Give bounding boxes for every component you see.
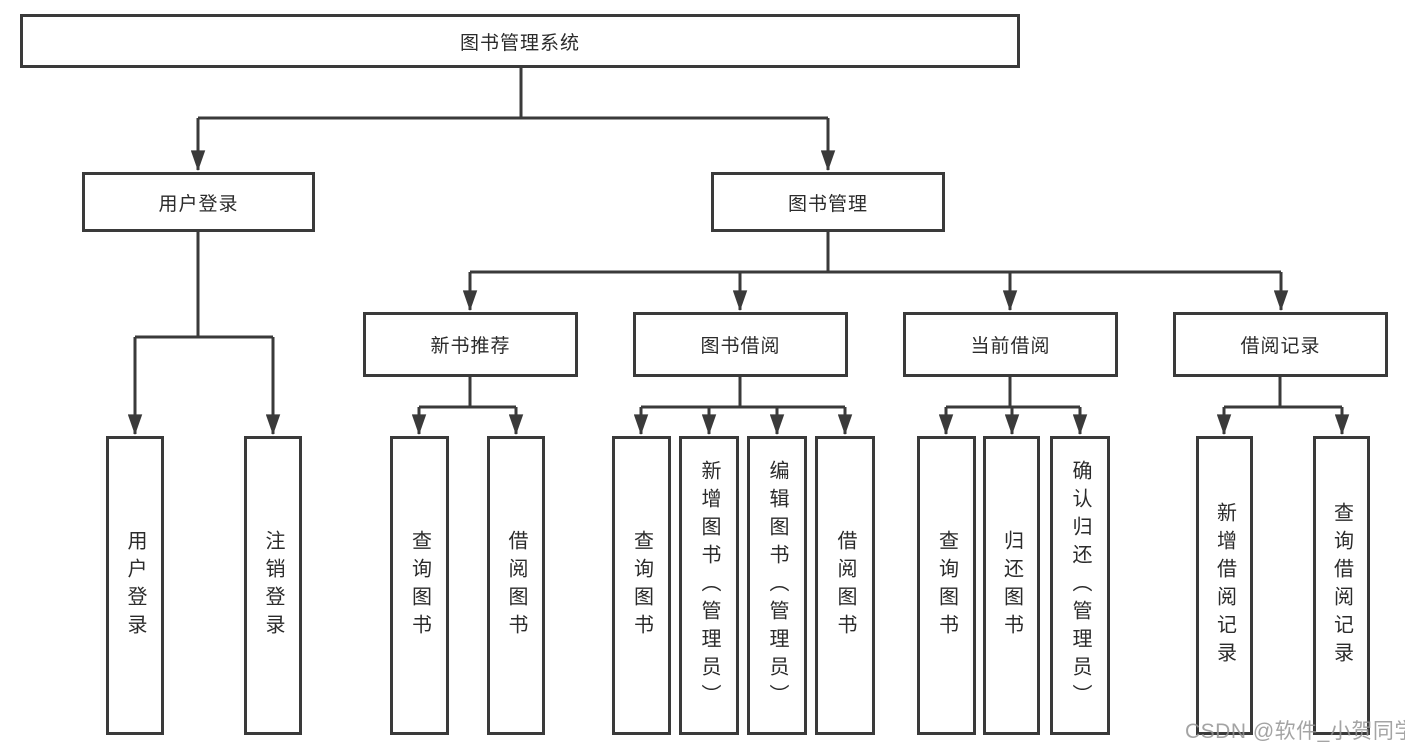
node-label: 查询图书	[630, 529, 653, 642]
node-label: 新增借阅记录	[1213, 501, 1236, 670]
leaf-query-books-recommend: 查询图书	[390, 436, 449, 735]
node-label: 确认归还（管理员）	[1069, 459, 1091, 712]
node-user-login: 用户登录	[82, 172, 315, 232]
node-book-management: 图书管理	[711, 172, 945, 232]
node-label: 用户登录	[158, 193, 239, 215]
leaf-edit-books-admin: 编辑图书（管理员）	[747, 436, 807, 735]
node-label: 当前借阅	[970, 336, 1051, 357]
leaf-query-books-borrowing: 查询图书	[612, 436, 671, 735]
node-borrowing-records: 借阅记录	[1173, 312, 1388, 377]
node-label: 图书管理系统	[459, 32, 580, 54]
leaf-query-borrow-record: 查询借阅记录	[1313, 436, 1370, 735]
node-label: 新书推荐	[430, 336, 511, 357]
node-label: 图书借阅	[700, 336, 781, 357]
leaf-user-login: 用户登录	[106, 436, 164, 735]
leaf-add-books-admin: 新增图书（管理员）	[679, 436, 739, 735]
watermark: CSDN @软件_小贺同学	[1185, 720, 1405, 743]
node-label: 借阅记录	[1240, 336, 1321, 357]
node-label: 新增图书（管理员）	[698, 459, 720, 712]
node-label: 注销登录	[262, 529, 284, 642]
node-label: 查询借阅记录	[1330, 501, 1353, 670]
node-label: 图书管理	[787, 193, 868, 215]
node-label: 归还图书	[1000, 529, 1023, 642]
node-book-borrowing: 图书借阅	[633, 312, 848, 377]
node-label: 借阅图书	[505, 529, 527, 642]
node-current-borrowing: 当前借阅	[903, 312, 1118, 377]
leaf-query-books-current: 查询图书	[917, 436, 976, 735]
node-label: 查询图书	[408, 529, 431, 642]
node-library-management-system: 图书管理系统	[20, 14, 1020, 68]
node-label: 查询图书	[935, 529, 958, 642]
node-label: 编辑图书（管理员）	[766, 459, 788, 712]
leaf-borrow-books-recommend: 借阅图书	[487, 436, 545, 735]
leaf-confirm-return-admin: 确认归还（管理员）	[1050, 436, 1110, 735]
node-label: 借阅图书	[834, 529, 856, 642]
leaf-borrow-books-borrowing: 借阅图书	[815, 436, 875, 735]
leaf-return-books: 归还图书	[983, 436, 1040, 735]
leaf-logout: 注销登录	[244, 436, 302, 735]
node-label: 用户登录	[124, 529, 146, 642]
leaf-add-borrow-record: 新增借阅记录	[1196, 436, 1253, 735]
node-new-book-recommendation: 新书推荐	[363, 312, 578, 377]
